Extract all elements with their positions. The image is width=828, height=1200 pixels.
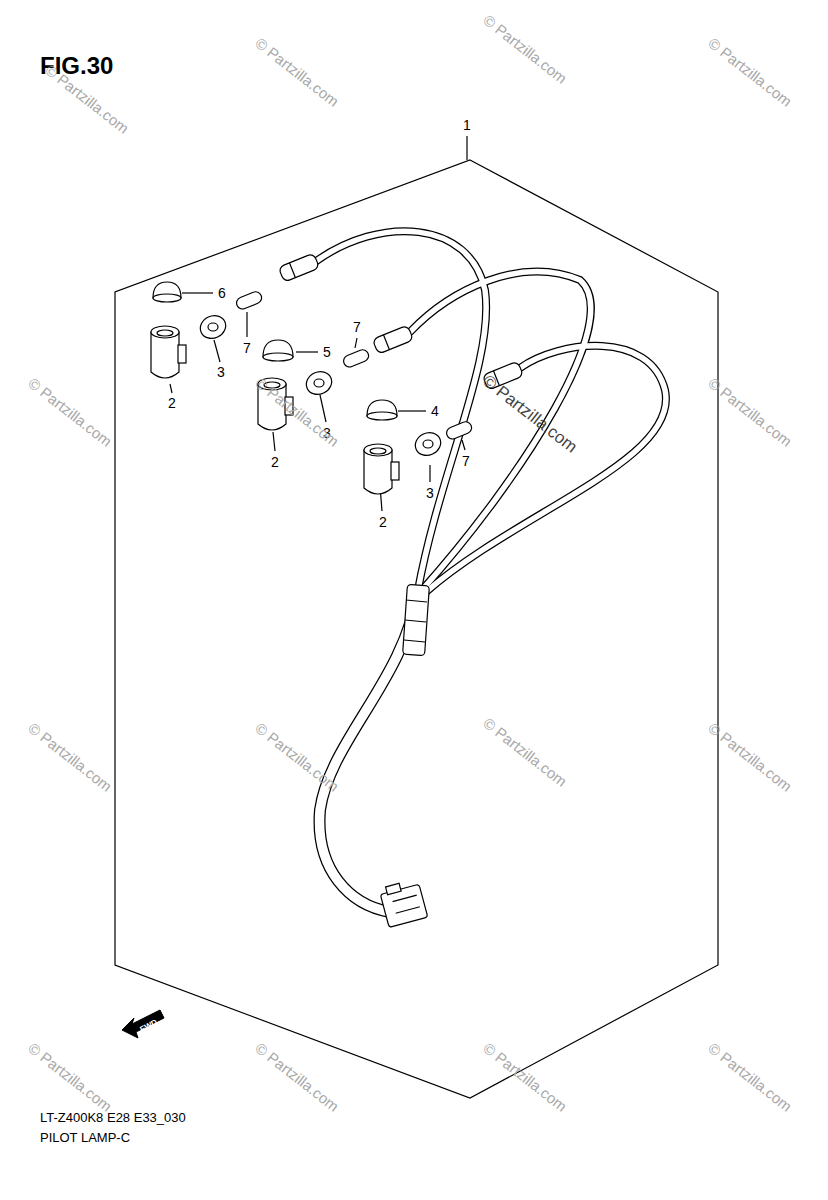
callout-number: 4 (430, 404, 440, 418)
callout-number: 6 (217, 286, 227, 300)
watermark: © Partzilla.com (26, 1040, 115, 1114)
callout-number: 3 (216, 365, 226, 379)
callout-number: 2 (378, 515, 388, 529)
watermark: © Partzilla.com (706, 720, 795, 794)
callout-number: 7 (352, 320, 362, 334)
harness (315, 231, 666, 912)
group-outline (115, 160, 718, 1098)
callout-number: 7 (242, 341, 252, 355)
forward-arrow (122, 1010, 164, 1038)
callout-number: 5 (322, 345, 332, 359)
watermark: © Partzilla.com (253, 720, 342, 794)
watermark: © Partzilla.com (481, 715, 570, 789)
watermark: © Partzilla.com (26, 375, 115, 449)
callout-number: 1 (462, 118, 472, 132)
callout-number: 7 (461, 454, 471, 468)
watermark: © Partzilla.com (706, 1040, 795, 1114)
callout-number: 2 (167, 396, 177, 410)
watermark: © Partzilla.com (26, 720, 115, 794)
figure-name: PILOT LAMP-C (40, 1130, 130, 1145)
callout-number: 3 (425, 486, 435, 500)
watermark: © Partzilla.com (706, 35, 795, 109)
callout-number: 2 (270, 455, 280, 469)
figure-code: LT-Z400K8 E28 E33_030 (40, 1110, 186, 1125)
watermark: © Partzilla.com (253, 1040, 342, 1114)
watermark: © Partzilla.com (253, 35, 342, 109)
watermark: © Partzilla.com (706, 375, 795, 449)
watermark: © Partzilla.com (481, 12, 570, 86)
